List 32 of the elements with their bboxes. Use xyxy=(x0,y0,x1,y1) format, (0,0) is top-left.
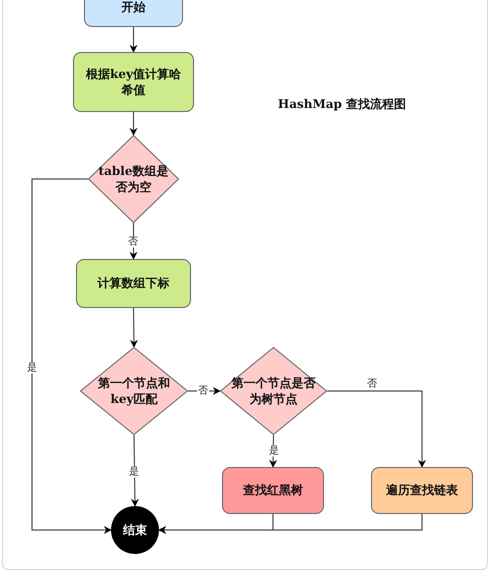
node-label: 第一个节点和key匹配 xyxy=(97,374,171,408)
arrow xyxy=(130,26,138,53)
arrow xyxy=(158,514,274,534)
node-label: 遍历查找链表 xyxy=(386,482,458,499)
decision-diamond xyxy=(80,347,188,435)
process-box xyxy=(222,467,324,514)
process-box xyxy=(73,52,194,112)
node-label: table数组是否为空 xyxy=(98,162,170,196)
arrow xyxy=(326,390,426,468)
arrow xyxy=(32,178,112,534)
edge-label: 否 xyxy=(127,236,139,248)
arrow xyxy=(130,308,138,348)
edge-label: 否 xyxy=(197,386,209,396)
node-label: 根据key值计算哈希值 xyxy=(84,66,182,98)
edge-label: 是 xyxy=(128,466,140,478)
process-box xyxy=(371,467,473,514)
node-label: 开始 xyxy=(122,0,146,16)
decision-diamond xyxy=(88,135,179,223)
arrow xyxy=(130,112,138,136)
edge-label: 是 xyxy=(26,362,38,374)
decision-diamond xyxy=(220,347,327,435)
arrow xyxy=(158,514,422,534)
node-label: 查找红黑树 xyxy=(243,482,303,499)
edge-label: 否 xyxy=(366,378,378,390)
node-label: 计算数组下标 xyxy=(98,275,170,292)
edge-label: 是 xyxy=(268,446,280,456)
node-label: 结束 xyxy=(123,522,147,538)
arrow xyxy=(269,434,278,468)
node-label: 第一个节点是否为树节点 xyxy=(230,374,316,408)
process-box xyxy=(76,259,191,308)
arrow xyxy=(130,434,139,507)
diagram-title: HashMap 查找流程图 xyxy=(276,96,408,113)
